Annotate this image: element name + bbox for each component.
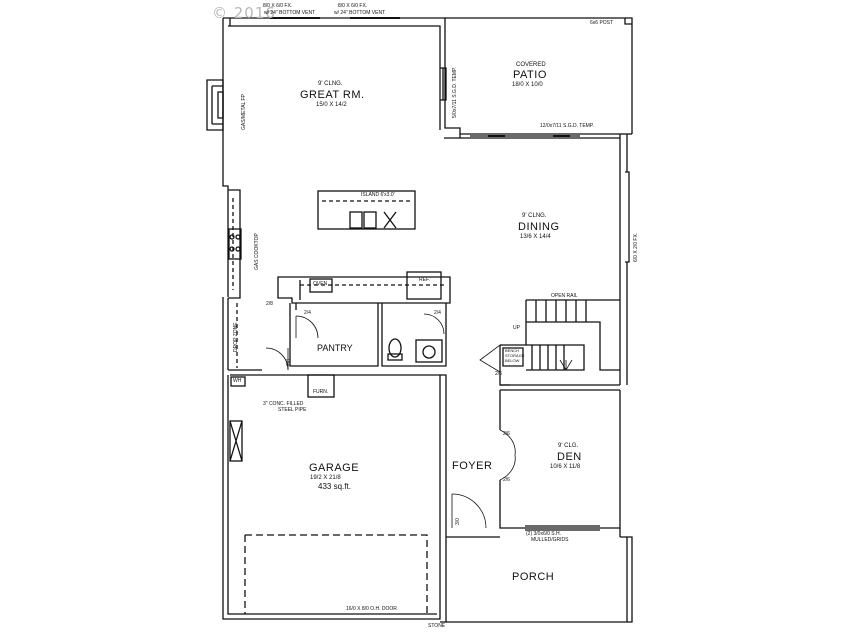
- den-door-size-upper: 2/6: [503, 431, 510, 437]
- garage-door-note: 16/0 X 8/0 O.H. DOOR: [346, 606, 397, 612]
- den-window-note-1: (2) 3/0x6/0 S.H.: [526, 531, 562, 537]
- window-note-left-vent: w/ 24" BOTTOM VENT: [264, 10, 316, 16]
- great-room-name: GREAT RM.: [300, 89, 365, 101]
- den-size: 10/6 X 11/8: [550, 464, 581, 470]
- great-room-wall-top: [223, 17, 461, 139]
- oven-note: OVEN: [313, 281, 328, 287]
- copyright-watermark: © 2016: [212, 4, 276, 22]
- window-note-left: 8/0 X 6/0 FX.: [263, 3, 293, 9]
- post-note: 6x6 POST: [590, 20, 614, 26]
- fireplace: [206, 79, 224, 131]
- under-stair-note-1: BENCH: [505, 348, 520, 353]
- den-name: DEN: [557, 451, 582, 463]
- refrigerator: [406, 271, 442, 300]
- patio-outline: [445, 17, 633, 134]
- drop-door-size: 2/8: [266, 301, 273, 307]
- garage-entry-door-size: 2/8: [286, 359, 292, 366]
- island-note: ISLAND 6'x3.0': [361, 192, 395, 198]
- sgd-vertical-note: 5/0x7/11 S.G.D. TEMP.: [452, 66, 458, 118]
- kitchen-island: [317, 190, 416, 230]
- den-door-size-lower: 2/6: [503, 477, 510, 483]
- patio-size: 18/0 X 10/0: [512, 82, 543, 88]
- water-heater: [230, 376, 246, 387]
- ref-note: REF.: [419, 277, 430, 283]
- sgd-horizontal-note: 12/0x7/11 S.G.D. TEMP.: [540, 123, 594, 129]
- open-rail-note: OPEN RAIL: [551, 293, 578, 299]
- under-stair-note-2: STORAGE: [505, 353, 525, 358]
- porch-name: PORCH: [512, 571, 555, 583]
- window-note-right-vent: w/ 24" BOTTOM VENT: [334, 10, 386, 16]
- powder-door-size: 2/4: [434, 310, 441, 316]
- cooktop: [228, 228, 242, 260]
- furnace: [307, 374, 335, 398]
- garage-area: 433 sq.ft.: [318, 482, 351, 491]
- under-stair-note-3: BELOW: [505, 358, 520, 363]
- under-stair-door-size: 2/6: [495, 371, 502, 377]
- furnace-note: FURN.: [313, 389, 329, 395]
- garage-outline: [222, 374, 441, 620]
- window-note-right: 8/0 X 6/0 FX.: [338, 3, 368, 9]
- entry-door-size: 3/0: [455, 518, 461, 525]
- exterior-wall: [222, 18, 229, 297]
- sink: [415, 339, 443, 363]
- toilet: [388, 338, 402, 358]
- steel-pipe-note-2: STEEL PIPE: [278, 407, 307, 413]
- garage-name: GARAGE: [309, 462, 360, 474]
- dining-ceiling: 9' CLNG.: [522, 213, 547, 219]
- pantry-wall: [227, 298, 262, 371]
- patio-name: PATIO: [513, 69, 547, 81]
- great-room-size: 15/0 X 14/2: [316, 102, 347, 108]
- dining-window-note: 6/0 X 2/0 FX.: [633, 232, 639, 262]
- patio-note: COVERED: [516, 62, 546, 68]
- kitchen-counter-back: [277, 276, 451, 304]
- dining-name: DINING: [518, 221, 560, 233]
- steel-pipe-note-1: 3" CONC. FILLED: [263, 401, 304, 407]
- pantry-name: PANTRY: [317, 343, 353, 353]
- foyer-name: FOYER: [452, 460, 493, 472]
- kitchen-counter-left: [228, 189, 241, 299]
- pantry-door-size: 2/4: [304, 310, 311, 316]
- stone-note: STONE: [428, 623, 446, 629]
- great-room-ceiling: 9' CLNG.: [318, 81, 343, 87]
- cooktop-note: GAS COOKTOP: [254, 233, 260, 270]
- stair-up-note: UP: [513, 325, 520, 331]
- porch-outline: [446, 536, 633, 623]
- water-heater-note: WH: [233, 378, 242, 384]
- garage-size: 19/2 X 21/8: [310, 475, 341, 481]
- den-ceiling: 9' CLG.: [558, 443, 579, 449]
- oven: [309, 278, 333, 293]
- drop-zone-note: DROP ZONE: [233, 322, 239, 352]
- dining-size: 13/6 X 14/4: [520, 234, 551, 240]
- fireplace-note: GAS/METAL FP: [241, 94, 247, 130]
- den-window-note-2: MULLED/GRIDS: [531, 537, 569, 543]
